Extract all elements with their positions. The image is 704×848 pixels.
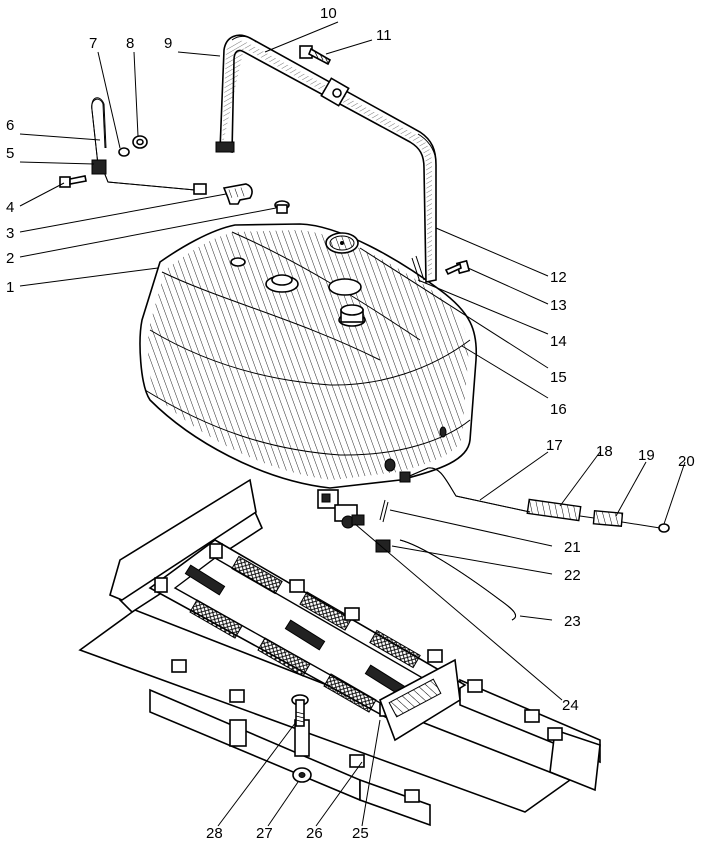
nut-icon bbox=[132, 135, 148, 149]
callout-17: 17 bbox=[546, 437, 563, 454]
mounting-strap-icon bbox=[215, 34, 437, 283]
split-pin-icon bbox=[379, 499, 389, 523]
washer-icon bbox=[118, 147, 130, 157]
fuel-line-icon bbox=[399, 467, 670, 533]
callout-25: 25 bbox=[352, 825, 369, 842]
callout-10: 10 bbox=[320, 5, 337, 22]
callout-20: 20 bbox=[678, 453, 695, 470]
callout-12: 12 bbox=[550, 269, 567, 286]
callout-4: 4 bbox=[6, 199, 14, 216]
fuel-tank-icon bbox=[139, 223, 478, 489]
callout-9: 9 bbox=[164, 35, 172, 52]
callout-8: 8 bbox=[126, 35, 134, 52]
bolt-icon bbox=[299, 45, 332, 66]
rod-icon bbox=[399, 539, 516, 621]
callout-5: 5 bbox=[6, 145, 14, 162]
callout-21: 21 bbox=[564, 539, 581, 556]
plug-icon bbox=[274, 200, 290, 214]
bolt-icon bbox=[444, 259, 471, 276]
callout-18: 18 bbox=[596, 443, 613, 460]
callout-24: 24 bbox=[562, 697, 579, 714]
cotter-pin-icon bbox=[411, 255, 425, 283]
rod-highlight bbox=[399, 539, 516, 621]
filler-cap-icon bbox=[325, 232, 359, 254]
callout-1: 1 bbox=[6, 279, 14, 296]
callout-19: 19 bbox=[638, 447, 655, 464]
callout-3: 3 bbox=[6, 225, 14, 242]
bracket-icon bbox=[375, 539, 391, 553]
callout-23: 23 bbox=[564, 613, 581, 630]
fuel-tap-icon bbox=[317, 489, 365, 529]
callout-2: 2 bbox=[6, 250, 14, 267]
leader-lines bbox=[19, 21, 686, 827]
callout-28: 28 bbox=[206, 825, 223, 842]
callout-27: 27 bbox=[256, 825, 273, 842]
callout-labels: 1 2 3 4 5 6 7 8 9 10 11 12 13 14 15 16 1… bbox=[6, 5, 695, 842]
bolt-icon bbox=[59, 175, 87, 188]
callout-15: 15 bbox=[550, 369, 567, 386]
elbow-fitting-icon bbox=[222, 183, 253, 205]
callout-14: 14 bbox=[550, 333, 567, 350]
callout-22: 22 bbox=[564, 567, 581, 584]
callout-11: 11 bbox=[376, 27, 392, 44]
callout-6: 6 bbox=[6, 117, 14, 134]
callout-26: 26 bbox=[306, 825, 323, 842]
clip-icon bbox=[91, 159, 107, 175]
nut-icon bbox=[292, 767, 312, 783]
gasket-ring-icon bbox=[328, 278, 362, 296]
callout-7: 7 bbox=[89, 35, 97, 52]
callout-16: 16 bbox=[550, 401, 567, 418]
callout-13: 13 bbox=[550, 297, 567, 314]
frame-cradle-icon bbox=[78, 478, 601, 827]
bolt-icon bbox=[291, 694, 309, 727]
vent-tube-icon bbox=[91, 97, 207, 195]
